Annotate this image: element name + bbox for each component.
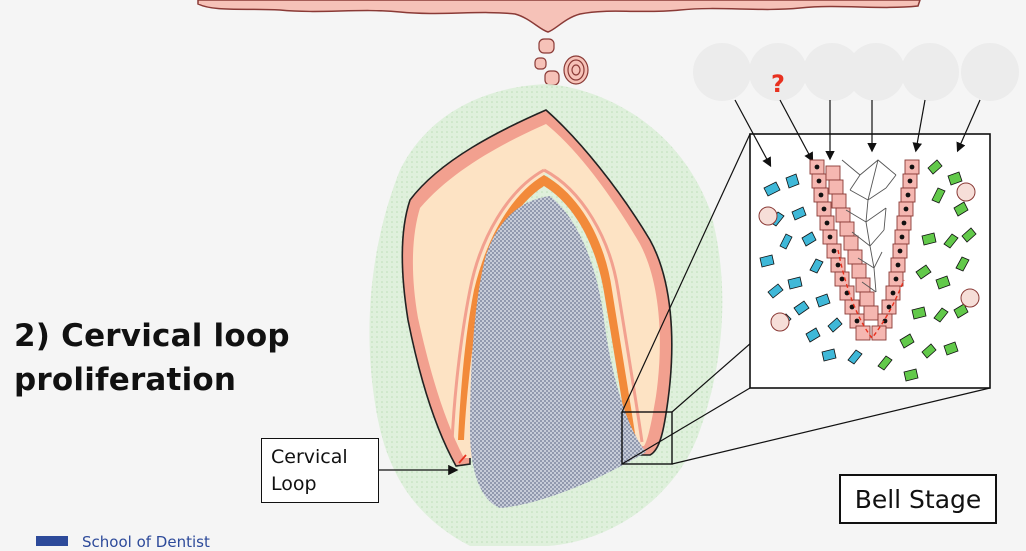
signal-source-circles (693, 43, 1019, 101)
cervical-loop-label-line1: Cervical (271, 446, 348, 468)
stellate-reticulum-net (841, 159, 897, 293)
inner-enamel-epithelium (458, 175, 636, 440)
slide-title-line2: proliferation (14, 362, 237, 398)
question-mark: ? (771, 70, 785, 98)
oral-epithelium (197, 0, 921, 33)
epithelial-nuclei (814, 164, 915, 324)
slide-title: 2) Cervical loop proliferation (14, 314, 290, 402)
school-name: School of Dentist (82, 533, 210, 551)
green-mesenchymal-cells (877, 159, 977, 382)
cervical-loop-label: Cervical Loop (261, 438, 379, 503)
blue-mesenchymal-cells (759, 173, 863, 365)
dental-lamina-remnants (534, 38, 589, 86)
round-cells (758, 182, 980, 332)
stage-label: Bell Stage (839, 474, 997, 524)
signal-arrows (734, 99, 981, 168)
cervical-loop-label-line2: Loop (271, 473, 317, 495)
school-logo (36, 536, 68, 546)
cervical-loop-outline (837, 249, 905, 340)
footer: School of Dentist (36, 533, 210, 551)
slide-title-line1: 2) Cervical loop (14, 318, 290, 354)
dental-papilla (470, 196, 646, 508)
zoom-source-box (621, 411, 673, 465)
cervical-loop-tip (458, 454, 467, 464)
